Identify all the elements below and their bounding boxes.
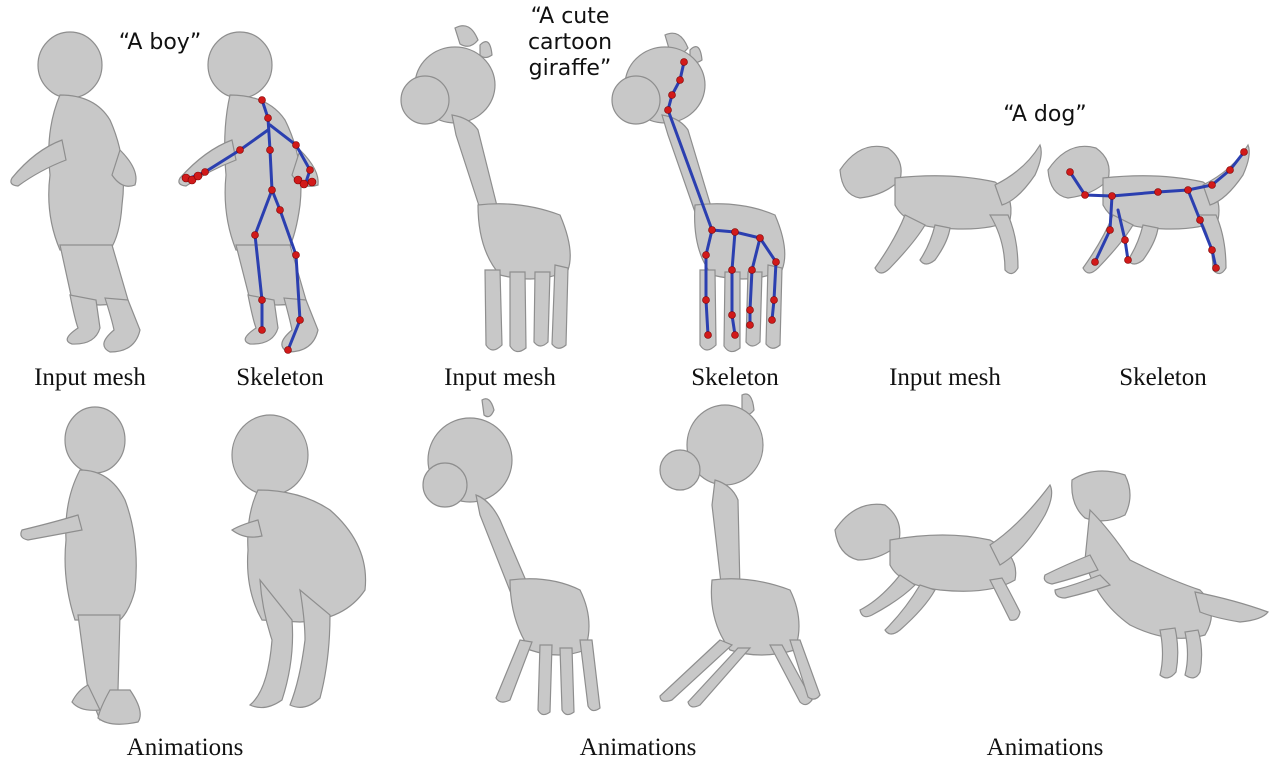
boy-animation-1 xyxy=(20,406,141,725)
boy-skeleton-caption: Skeleton xyxy=(236,364,324,391)
dog-animation-2 xyxy=(1043,470,1269,679)
dog-skeleton-mesh xyxy=(1047,143,1250,275)
dog-animations-caption: Animations xyxy=(986,734,1104,761)
giraffe-prompt: “A cute cartoon giraffe” xyxy=(527,4,613,81)
boy-skeleton-mesh xyxy=(178,31,319,353)
boy-animation-2 xyxy=(230,414,367,709)
giraffe-animation-1 xyxy=(422,398,601,716)
dog-skeleton-joints xyxy=(1066,148,1248,272)
boy-skeleton-joints xyxy=(181,96,317,354)
boy-input-mesh xyxy=(10,31,141,353)
giraffe-skeleton-caption: Skeleton xyxy=(691,364,779,391)
giraffe-skeleton-bones xyxy=(666,60,778,337)
giraffe-animations-caption: Animations xyxy=(579,734,697,761)
giraffe-input-mesh-caption: Input mesh xyxy=(444,364,556,391)
boy-prompt: “A boy” xyxy=(118,30,202,55)
giraffe-skeleton-joints xyxy=(664,58,780,339)
boy-input-mesh-caption: Input mesh xyxy=(34,364,146,391)
dog-input-mesh-caption: Input mesh xyxy=(889,364,1001,391)
dog-animation-1 xyxy=(834,483,1053,635)
giraffe-animation-2 xyxy=(659,393,821,708)
dog-prompt: “A dog” xyxy=(1003,102,1087,127)
giraffe-input-mesh xyxy=(400,25,571,353)
dog-input-mesh xyxy=(839,143,1042,275)
boy-animations-caption: Animations xyxy=(126,734,244,761)
dog-skeleton-caption: Skeleton xyxy=(1119,364,1207,391)
